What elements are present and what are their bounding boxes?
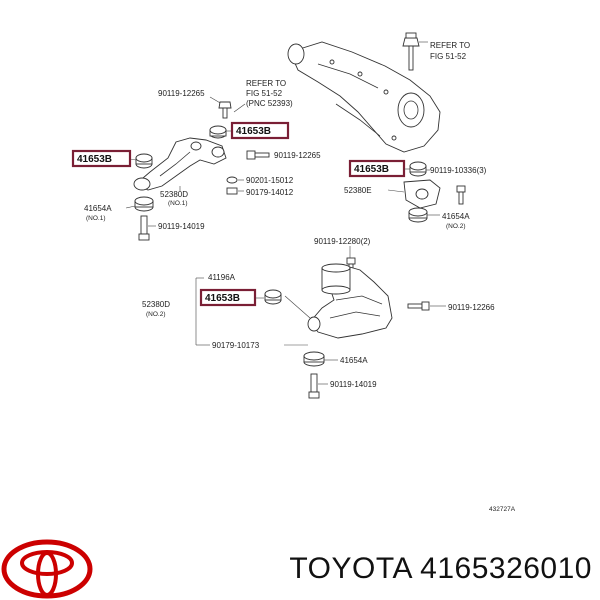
rear-support-member-drawing: [307, 263, 393, 339]
mount-41654a-no2-drawing: [408, 207, 428, 223]
part-label-41196a: 41196A: [208, 273, 236, 282]
part-label-41653b-upper[interactable]: 41653B: [236, 126, 271, 137]
part-label-41654a-no2: 41654A: [442, 212, 470, 221]
refer-fig-label-top: FIG 51-52: [430, 52, 467, 61]
bolt-90119-12265-b-drawing: [246, 150, 270, 160]
bushing-right-drawing: [409, 161, 427, 177]
mount-left-drawing: [135, 153, 153, 169]
bolt-90119-12265-a-drawing: [218, 101, 232, 119]
bolt-90119-14019-b-drawing: [308, 373, 320, 399]
bolt-90119-14019-a-drawing: [138, 215, 150, 241]
part-label-41653b-left[interactable]: 41653B: [77, 154, 112, 165]
highlight-box-41653b-upper: [230, 121, 290, 140]
note-label-41654a-no1: (NO.1): [86, 215, 106, 222]
nut-90179-14012-drawing: [226, 187, 238, 195]
part-label-52380e: 52380E: [344, 186, 372, 195]
part-label-41654a-no1: 41654A: [84, 204, 112, 213]
refer-to-label-top: REFER TO: [430, 41, 470, 50]
note-label-52380d-no1: (NO.1): [168, 200, 188, 207]
part-label-41653b-right[interactable]: 41653B: [354, 164, 389, 175]
bolt-right-vertical-drawing: [456, 185, 466, 205]
part-label-52380d-no2: 52380D: [142, 300, 170, 309]
bushing-upper-drawing: [209, 125, 227, 139]
bushing-lower-drawing: [264, 289, 282, 305]
highlight-box-41653b-lower: [199, 288, 257, 307]
diagram-id-label: 432727A: [489, 506, 516, 513]
bolt-label-90179-10173: 90179-10173: [212, 341, 260, 350]
front-support-member-drawing: [133, 137, 227, 191]
toyota-logo: [1, 539, 93, 599]
bolt-label-90119-12280: 90119-12280(2): [314, 237, 371, 246]
mount-41654a-no1-drawing: [134, 196, 154, 212]
bolt-label-90119-12265-a: 90119-12265: [158, 89, 205, 98]
note-label-41654a-no2: (NO.2): [446, 223, 466, 230]
bolt-label-90119-10336: 90119-10336(3): [430, 166, 487, 175]
differential-carrier-drawing: [287, 41, 441, 153]
part-label-41654a-lower: 41654A: [340, 356, 368, 365]
note-label-52380d-no2: (NO.2): [146, 311, 166, 318]
bolt-label-90119-12265-b: 90119-12265: [274, 151, 321, 160]
washer-90201-drawing: [226, 176, 238, 184]
brand-part-number: TOYOTA 4165326010: [289, 552, 592, 585]
highlight-box-41653b-right: [348, 159, 406, 178]
refer-fig-label-left: FIG 51-52: [246, 89, 283, 98]
highlight-box-41653b-left: [71, 149, 132, 168]
refer-to-label-left: REFER TO: [246, 79, 286, 88]
part-label-52380d-no1: 52380D: [160, 190, 188, 199]
bolt-label-90201-15012: 90201-15012: [246, 176, 294, 185]
refer-pnc-label-left: (PNC 52393): [246, 99, 293, 108]
bolt-label-90119-14019-a: 90119-14019: [158, 222, 205, 231]
mount-41654a-lower-drawing: [303, 351, 325, 367]
part-label-41653b-lower[interactable]: 41653B: [205, 293, 240, 304]
top-stud-bolt-drawing: [402, 32, 420, 71]
bolt-label-90119-14019-b: 90119-14019: [330, 380, 377, 389]
bolt-label-90119-12266: 90119-12266: [448, 303, 495, 312]
bolt-label-90179-14012: 90179-14012: [246, 188, 294, 197]
bolt-90119-12266-drawing: [407, 301, 430, 311]
bracket-52380e-drawing: [403, 179, 441, 209]
